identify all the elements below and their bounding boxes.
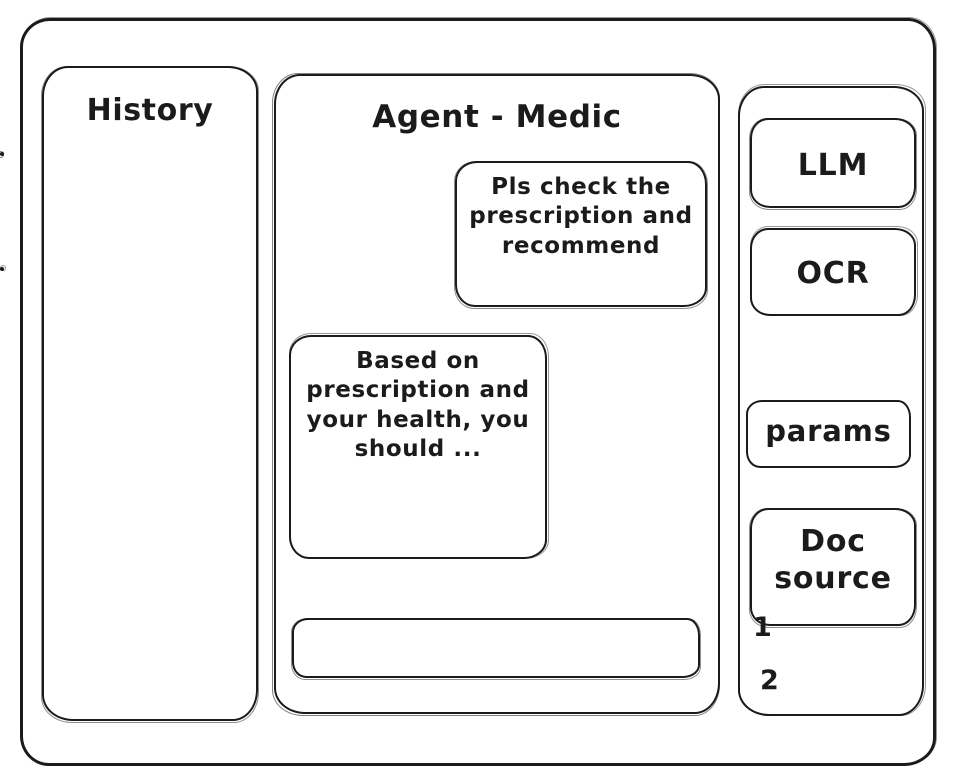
tool-card-llm-label: LLM [797, 148, 869, 183]
history-panel [41, 66, 259, 723]
user-message-text: Pls check the prescription and recommend [469, 174, 693, 259]
history-list-item[interactable] [0, 151, 4, 158]
message-composer-input[interactable] [291, 618, 701, 680]
history-list-item[interactable] [0, 265, 6, 271]
doc-source-item-2[interactable]: 2 [760, 665, 779, 696]
tool-card-ocr-label: OCR [796, 256, 870, 291]
doc-source-item-1[interactable]: 1 [753, 612, 772, 643]
assistant-message-text: Based on prescription and your health, y… [306, 348, 530, 463]
history-panel-title: History [86, 93, 214, 128]
tool-card-params-label: params [765, 414, 892, 448]
tool-card-params[interactable] [746, 400, 911, 468]
tool-card-doc-source-label: Doc source [774, 524, 892, 596]
agent-title: Agent - Medic [372, 99, 622, 135]
